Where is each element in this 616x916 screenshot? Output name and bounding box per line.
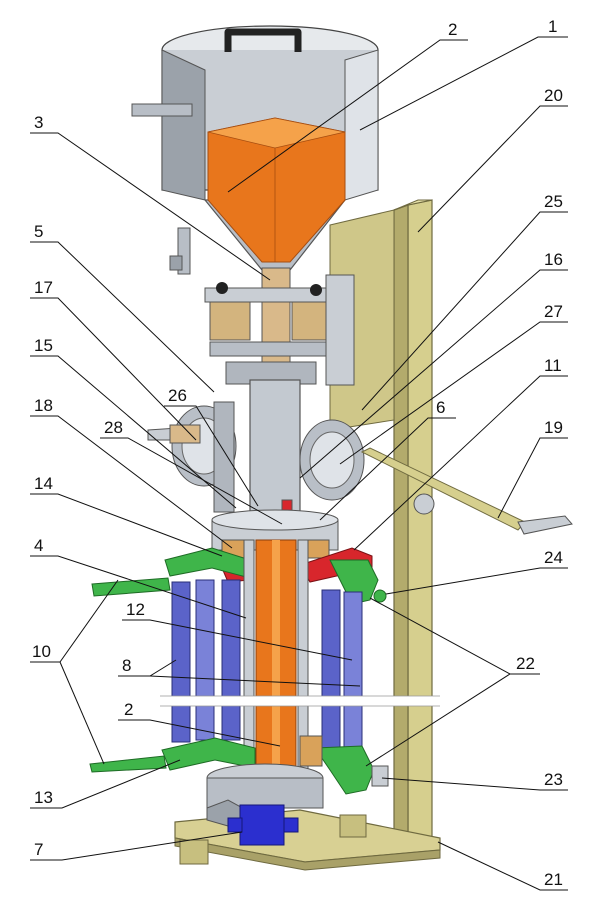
callout-17: 17 [34,278,53,297]
callout-24: 24 [544,548,563,567]
frame-column [329,199,433,851]
callout-5: 5 [34,222,43,241]
callout-11: 11 [544,356,562,375]
bottom-drive [206,763,324,846]
callout-1: 1 [548,17,557,36]
callout-27: 27 [544,302,563,321]
callout-13: 13 [34,788,53,807]
callout-16: 16 [544,250,563,269]
tube-holder-bottom [89,735,389,795]
callout-3: 3 [34,113,43,132]
callout-19: 19 [544,418,563,437]
callout-7: 7 [34,840,43,859]
callout-20: 20 [544,86,563,105]
callout-2-bottom: 2 [124,700,133,719]
callout-22: 22 [516,654,535,673]
break-lines [160,695,440,707]
callout-18: 18 [34,396,53,415]
callout-10: 10 [32,642,51,661]
callout-15: 15 [34,336,53,355]
callout-26: 26 [168,386,187,405]
leader-lines [30,36,568,891]
callout-14: 14 [34,474,53,493]
lever-arm [360,447,573,535]
callout-23: 23 [544,770,563,789]
callout-21: 21 [544,870,563,889]
callout-28: 28 [104,418,123,437]
callout-6: 6 [436,398,445,417]
callout-25: 25 [544,192,563,211]
callout-8: 8 [122,656,131,675]
valve-assembly [204,267,355,386]
hopper [131,25,379,275]
callout-2-top: 2 [448,20,457,39]
callout-12: 12 [126,600,145,619]
callout-labels: 1 2 2 3 4 5 6 7 8 10 11 12 13 14 15 16 1… [32,17,563,889]
callout-4: 4 [34,536,43,555]
